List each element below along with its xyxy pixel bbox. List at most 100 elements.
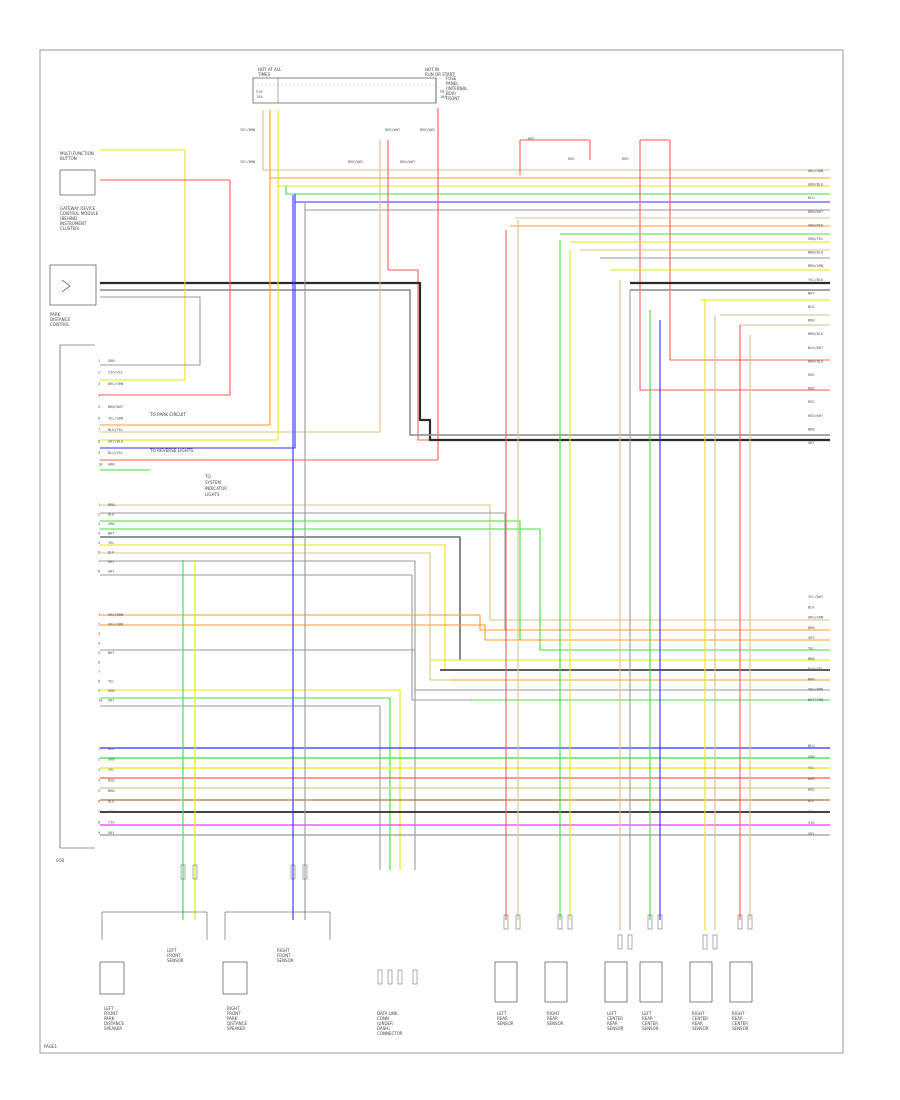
connector-pin [647, 914, 653, 930]
wire-tan-top [262, 110, 830, 171]
wire-tan-p1 [100, 140, 381, 433]
mfb-caption-2: BUTTON [60, 156, 77, 161]
pin-number: 4 [98, 532, 100, 536]
right-wire-label: RED [808, 373, 815, 377]
wire-layer [100, 108, 830, 930]
left-pin-label-3: GRY [108, 699, 115, 703]
wire-block2-2 [100, 520, 830, 641]
left-pin-label-1: BRN/WHT [108, 405, 124, 409]
component-caption-line: RIGHT [692, 1011, 705, 1016]
right-wire-label-2: BLK/YEL [808, 667, 823, 671]
hot-at-all-times-line2: TIMES [257, 72, 271, 77]
component-caption-line: CENTER [692, 1016, 708, 1021]
left-pin-label-3: YEL [108, 680, 115, 684]
pin-number: 6 [98, 417, 100, 421]
top-wire-label: RED [622, 157, 629, 161]
right-wire-label-2: YEL/WHT [808, 595, 824, 599]
fuse-box-caption-4: BOX) [446, 91, 456, 96]
right-wire-label: YEL/BLK [808, 278, 824, 282]
left-pin-label-2: GRN [108, 522, 115, 526]
gateway-caption-4: INSTRUMENT [60, 221, 87, 226]
component-caption-line: REAR [547, 1016, 558, 1021]
multi-function-button: MULTI FUNCTION BUTTON GATEWAY DEVICE CON… [59, 151, 99, 231]
component-caption-line: LEFT [167, 948, 177, 953]
label-layer: ORG/GRNGRN/BLUBLUBRN/WHTGRN/REDGRN/YELBR… [98, 128, 824, 836]
right-wire-label: GRN/RED [808, 223, 823, 227]
right-wire-label-2: BRN [808, 626, 815, 630]
note-park-circuit: TO PARK CIRCUIT [149, 412, 186, 417]
top-wire-label: RED [568, 157, 575, 161]
wire-block2-4 [100, 536, 830, 661]
component-caption-line: CONN [377, 1016, 389, 1021]
pin-number: 6 [98, 800, 100, 804]
pin-number: 7 [98, 810, 100, 814]
pin-number: 3 [98, 768, 100, 772]
component-caption-line: DASH) [377, 1026, 390, 1031]
left-pin-label-4: YEL [108, 768, 115, 772]
pin-number: 1 [98, 613, 100, 617]
right-wire-label-2: BRN [808, 657, 815, 661]
gateway-caption-1: GATEWAY DEVICE [60, 206, 96, 211]
component-caption-line: SPEAKER [104, 1026, 122, 1031]
pdc-module-housing: G50 [56, 344, 95, 863]
wire-red-a [519, 139, 525, 175]
component-caption-line: LEFT [607, 1011, 617, 1016]
left-pin-label-1: BLK/YEL [108, 428, 123, 432]
right-wire-label: WHT [808, 291, 815, 295]
left-pin-label-1: GRY/BLU [108, 440, 123, 444]
wire-block2-3 [100, 528, 830, 651]
component-caption-line: SENSOR [692, 1026, 709, 1031]
connector-pin [702, 934, 708, 950]
pin-number: 5 [98, 789, 100, 793]
pin-number: 9 [98, 689, 100, 693]
wire-blue-p1 [100, 202, 296, 449]
connector-pin [397, 969, 403, 985]
pin-number: 8 [98, 680, 100, 684]
component-caption-line: RIGHT [732, 1011, 745, 1016]
component-layer: LEFTFRONTPARKDISTANCESPEAKERLEFTFRONTSEN… [99, 864, 753, 1036]
left-pin-label-4: RED [108, 779, 115, 783]
pin-number: 8 [98, 821, 100, 825]
pin-number: 7 [98, 560, 100, 564]
wire-block2-6 [100, 552, 830, 681]
right-wire-label-3: VIO [808, 821, 815, 825]
right-wire-label: BRN [808, 319, 815, 323]
left-pin-label-1: YEL/GRN [108, 417, 123, 421]
left-pin-label-3: ORG/BRN [108, 613, 123, 617]
gateway-caption-5: CLUSTER) [60, 226, 80, 231]
module-arrow-icon [61, 279, 71, 293]
component-caption-line: DISTANCE [104, 1021, 124, 1026]
connector-pin [387, 969, 393, 985]
connector-pin [617, 934, 623, 950]
component-caption-line: (UNDER [377, 1021, 393, 1026]
fuse-panel: HOT AT ALL TIMES HOT IN RUN OR START F10… [252, 67, 468, 104]
component-caption-line: REAR [692, 1021, 703, 1026]
pin-number: 2 [98, 371, 100, 375]
left-pin-label-4: BLK [108, 800, 115, 804]
pin-number: 5 [98, 651, 100, 655]
right-wire-label-2: WHT/GRN [808, 698, 823, 702]
top-wire-label: RED [528, 137, 535, 141]
pin-number: 6 [98, 661, 100, 665]
pin-number: 4 [98, 642, 100, 646]
fuse-box-caption-5: FRONT [446, 96, 460, 101]
right-wire-label: BRN [808, 427, 815, 431]
right-wire-label: BLK [808, 305, 815, 309]
wire-yellow-b3 [100, 689, 401, 870]
control-module-caption-3: CONTROL [50, 322, 70, 327]
connector-pin [503, 914, 509, 930]
right-wire-label-3: YEL [808, 766, 815, 770]
pin-number: 4 [98, 779, 100, 783]
wire-red-c [639, 140, 830, 391]
component-caption-line: SENSOR [732, 1026, 749, 1031]
pin-number: 2 [98, 513, 100, 517]
fuse-b-id: F8 [440, 90, 444, 94]
wire-block2-1 [100, 512, 830, 631]
pin-number: 6 [98, 551, 100, 555]
component-caption-line: CENTER [732, 1021, 748, 1026]
component-caption-line: RIGHT [547, 1011, 560, 1016]
